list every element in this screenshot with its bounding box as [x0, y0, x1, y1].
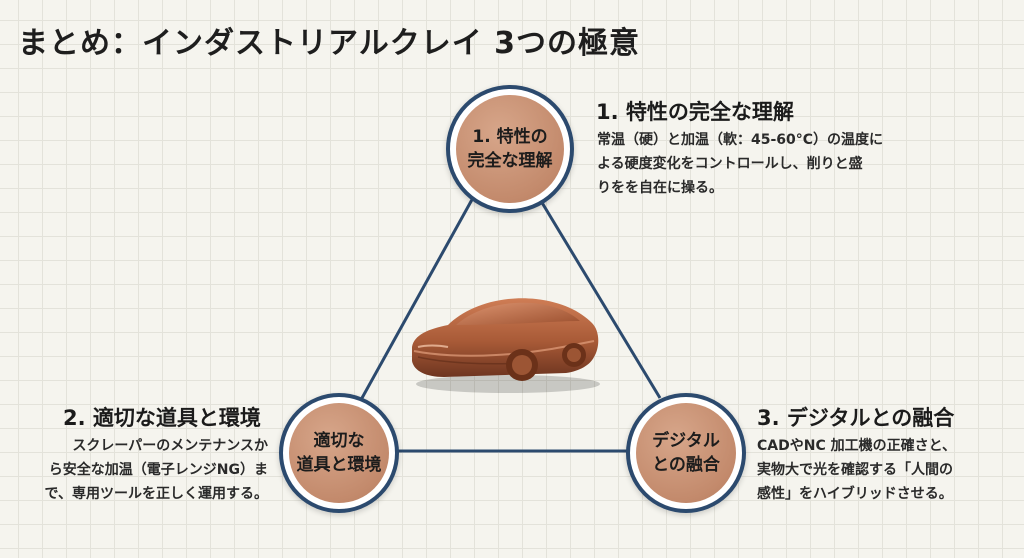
- section-understanding-title: 1. 特性の完全な理解: [596, 100, 794, 124]
- node-understanding: 1. 特性の 完全な理解: [446, 85, 574, 213]
- section-digital-line: 実物大で光を確認する「人間の: [757, 462, 953, 478]
- node-digital-line2: との融合: [652, 455, 720, 475]
- section-digital-line: 感性」をハイブリッドさせる。: [757, 486, 953, 502]
- node-digital-line1: デジタル: [652, 431, 720, 451]
- section-tools-title: 2. 適切な道具と環境: [63, 406, 261, 430]
- section-tools-line: ら安全な加温（電子レンジNG）ま: [48, 462, 268, 478]
- section-tools-text: スクレーパーのメンテナンスか ら安全な加温（電子レンジNG）ま で、専用ツールを…: [40, 434, 268, 506]
- node-tools-line1: 適切な: [313, 431, 365, 451]
- section-digital-text: CADやNC 加工機の正確さと、 実物大で光を確認する「人間の 感性」をハイブリ…: [757, 434, 956, 506]
- connector-top-right: [536, 195, 662, 399]
- node-tools: 適切な 道具と環境: [279, 393, 399, 513]
- section-understanding-line: りをを自在に操る。: [597, 180, 723, 196]
- connector-top-left: [360, 195, 476, 399]
- section-tools-line: で、専用ツールを正しく運用する。: [44, 486, 268, 502]
- section-digital-line: CADやNC 加工機の正確さと、: [757, 438, 957, 454]
- section-understanding-line: よる硬度変化をコントロールし、削りと盛: [597, 156, 863, 172]
- node-tools-line2: 道具と環境: [296, 455, 382, 475]
- node-digital: デジタル との融合: [626, 393, 746, 513]
- node-understanding-line1: 1. 特性の: [472, 127, 548, 147]
- section-digital-title: 3. デジタルとの融合: [757, 406, 955, 430]
- section-understanding-text: 常温（硬）と加温（軟：45-60°C）の温度に よる硬度変化をコントロールし、削…: [597, 128, 883, 200]
- page-title: まとめ：インダストリアルクレイ 3つの極意: [18, 26, 641, 61]
- section-understanding-line: 常温（硬）と加温（軟：45-60°C）の温度に: [597, 132, 884, 148]
- node-understanding-line2: 完全な理解: [467, 151, 553, 171]
- clay-car-icon: [412, 298, 600, 393]
- section-tools-line: スクレーパーのメンテナンスか: [72, 438, 268, 454]
